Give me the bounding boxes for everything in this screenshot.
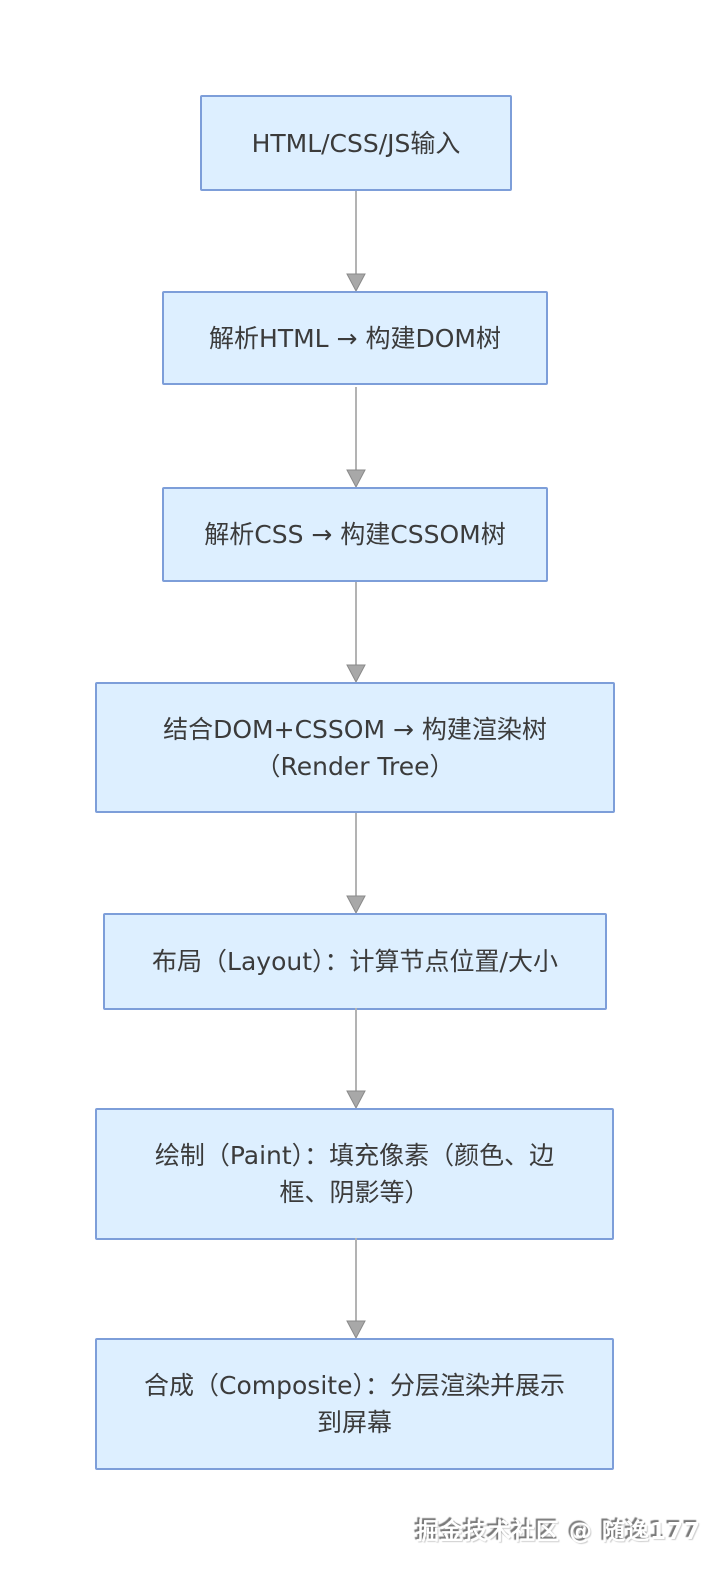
node-text-line: HTML/CSS/JS输入 (251, 128, 461, 158)
arrow-head-icon (346, 469, 366, 487)
node-text-line: 解析HTML → 构建DOM树 (209, 323, 501, 353)
arrow-head-icon (346, 273, 366, 291)
flow-node-input: HTML/CSS/JS输入 (200, 95, 512, 191)
node-text-line: 合成（Composite）：分层渲染并展示 (144, 1371, 565, 1400)
node-text-line: 解析CSS → 构建CSSOM树 (204, 520, 506, 549)
down-arrow-connector-1 (346, 191, 366, 291)
flow-node-render-tree: 结合DOM+CSSOM → 构建渲染树 （Render Tree） (95, 682, 615, 813)
node-text-line: 框、阴影等） (279, 1178, 430, 1207)
watermark: 掘金技术社区 @ 随逸177 (415, 1519, 701, 1545)
flow-node-composite: 合成（Composite）：分层渲染并展示 到屏幕 (95, 1338, 614, 1470)
flow-node-parse-html: 解析HTML → 构建DOM树 (162, 291, 548, 385)
down-arrow-connector-4 (346, 813, 366, 913)
arrow-head-icon (346, 664, 366, 682)
node-text-line: 布局（Layout）：计算节点位置/大小 (152, 947, 558, 976)
down-arrow-connector-2 (346, 387, 366, 487)
node-text-line: 到屏幕 (316, 1408, 392, 1437)
arrow-head-icon (346, 1090, 366, 1108)
flow-node-layout: 布局（Layout）：计算节点位置/大小 (103, 913, 607, 1010)
arrow-head-icon (346, 1320, 366, 1338)
down-arrow-connector-5 (346, 1008, 366, 1108)
down-arrow-connector-6 (346, 1238, 366, 1338)
node-text-line: 绘制（Paint）：填充像素（颜色、边 (154, 1141, 555, 1170)
node-text-line: 结合DOM+CSSOM → 构建渲染树 (163, 714, 547, 744)
flow-node-paint: 绘制（Paint）：填充像素（颜色、边 框、阴影等） (95, 1108, 614, 1240)
flow-node-parse-css: 解析CSS → 构建CSSOM树 (162, 487, 548, 582)
down-arrow-connector-3 (346, 582, 366, 682)
arrow-head-icon (346, 895, 366, 913)
node-text-line: （Render Tree） (255, 751, 455, 781)
